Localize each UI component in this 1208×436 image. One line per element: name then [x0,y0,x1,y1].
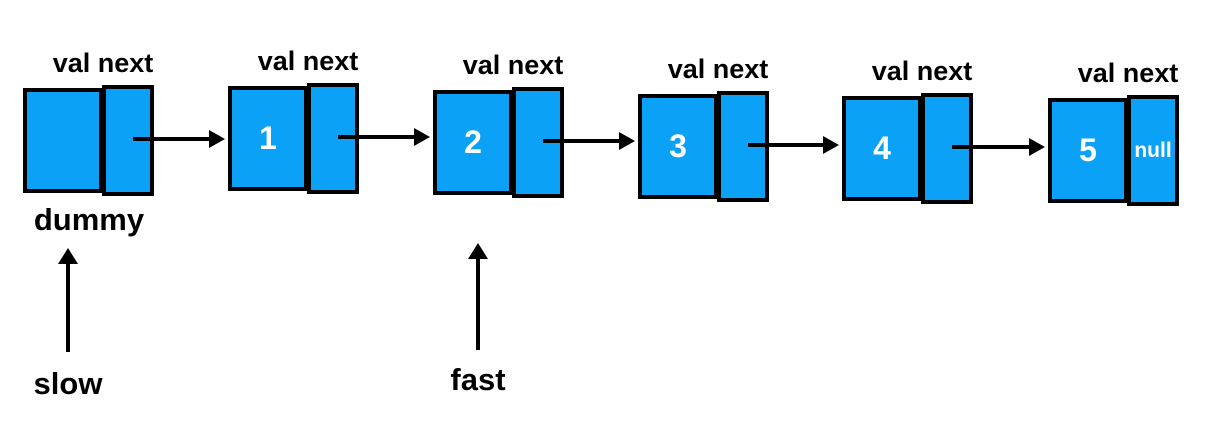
next-pointer-arrow-icon [748,136,839,154]
node-field-labels: val next [257,46,359,76]
node-field-labels: val next [52,48,154,78]
node-val-cell [23,88,103,193]
node-next-cell: null [1127,95,1179,206]
node-val-text: 5 [1079,132,1097,168]
list-node-2: val next 2 [433,50,573,215]
node-field-labels: val next [667,54,769,84]
node-val-text: 3 [669,128,687,164]
node-val-text: 4 [873,130,891,166]
fast-pointer-label: fast [450,362,506,397]
node-field-labels: val next [1077,58,1179,88]
node-field-labels: val next [462,50,564,80]
node-val-cell: 1 [228,86,308,191]
node-next-text: null [1134,138,1172,162]
node-val-text: 2 [464,124,482,160]
next-pointer-arrow-icon [952,138,1045,156]
next-pointer-arrow-icon [133,130,225,148]
node-val-cell: 5 [1048,98,1128,203]
fast-pointer-arrow-icon [468,243,488,350]
slow-pointer-label: slow [33,366,103,401]
node-field-labels: val next [871,56,973,86]
list-node-3: val next 3 [638,54,778,219]
node-val-cell: 2 [433,90,513,195]
slow-pointer-arrow-icon [58,248,78,352]
node-val-cell: 4 [842,96,922,201]
next-pointer-arrow-icon [338,128,430,146]
list-node-4: val next 4 [842,56,982,221]
node-val-text: 1 [259,120,277,156]
list-node-1: val next 1 [228,46,368,211]
node-val-cell: 3 [638,94,718,199]
list-node-5: val next 5 null [1048,58,1188,223]
list-node-dummy: val next [23,48,163,213]
next-pointer-arrow-icon [543,132,635,150]
dummy-node-label: dummy [33,202,145,237]
